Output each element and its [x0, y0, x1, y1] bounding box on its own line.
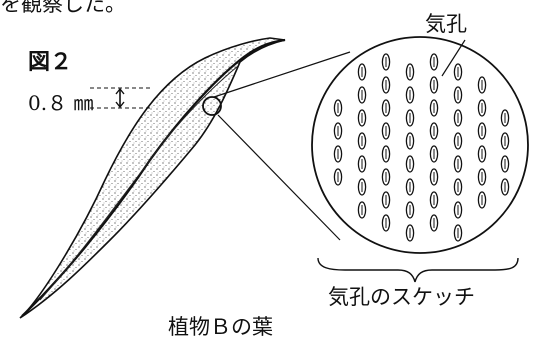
- measurement-marker: [90, 88, 150, 108]
- leaf-drawing: [20, 38, 285, 318]
- sketch-brace: [318, 258, 518, 282]
- magnified-view-circle: [312, 37, 528, 253]
